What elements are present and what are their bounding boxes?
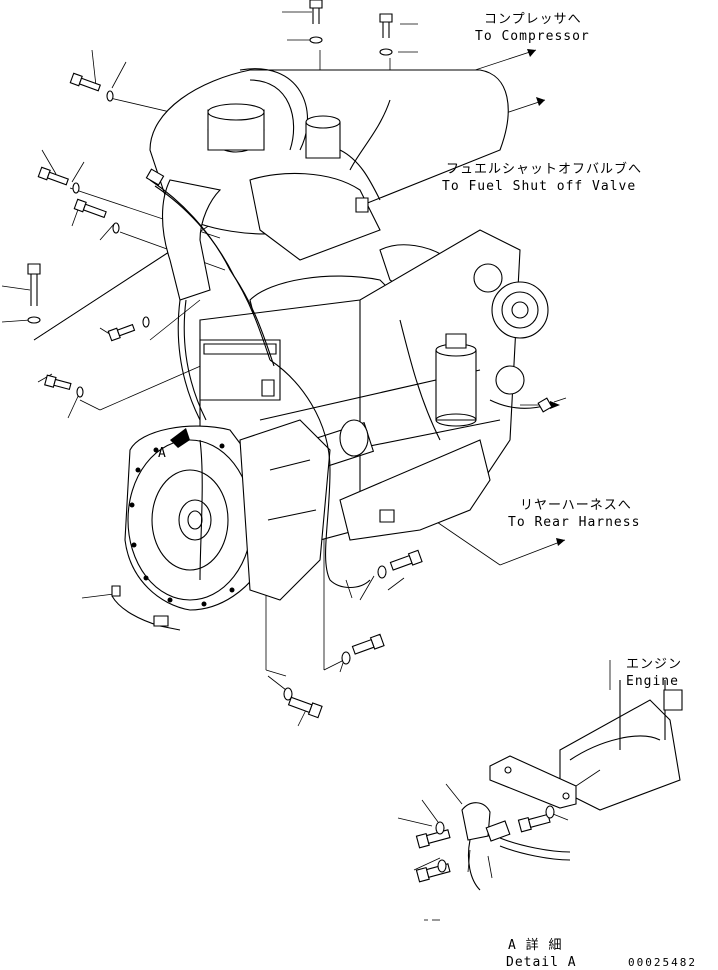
engine-label-en: Engine bbox=[626, 674, 679, 689]
wiring-harness bbox=[112, 100, 552, 630]
detail-a-title-en: Detail A bbox=[506, 955, 577, 970]
figure-code: 00025482 bbox=[628, 956, 697, 969]
arrow-heads bbox=[527, 49, 565, 546]
fuel-valve-label-en: To Fuel Shut off Valve bbox=[442, 179, 637, 194]
compressor-label-en: To Compressor bbox=[475, 29, 590, 44]
detail-a-title-jp: A 詳 細 bbox=[508, 938, 563, 953]
fuel-valve-label-jp: フュエルシャットオフバルブへ bbox=[446, 162, 643, 177]
detail-a-inset bbox=[416, 680, 682, 920]
rear-harness-label-en: To Rear Harness bbox=[508, 515, 641, 530]
compressor-label-jp: コンプレッサへ bbox=[484, 12, 582, 27]
rear-harness-label-jp: リヤーハーネスへ bbox=[520, 498, 632, 513]
detail-a-marker: A bbox=[158, 446, 167, 461]
bolt-icons bbox=[28, 0, 422, 718]
engine-assembly bbox=[125, 69, 548, 610]
engine-label-jp: エンジン bbox=[626, 657, 683, 672]
